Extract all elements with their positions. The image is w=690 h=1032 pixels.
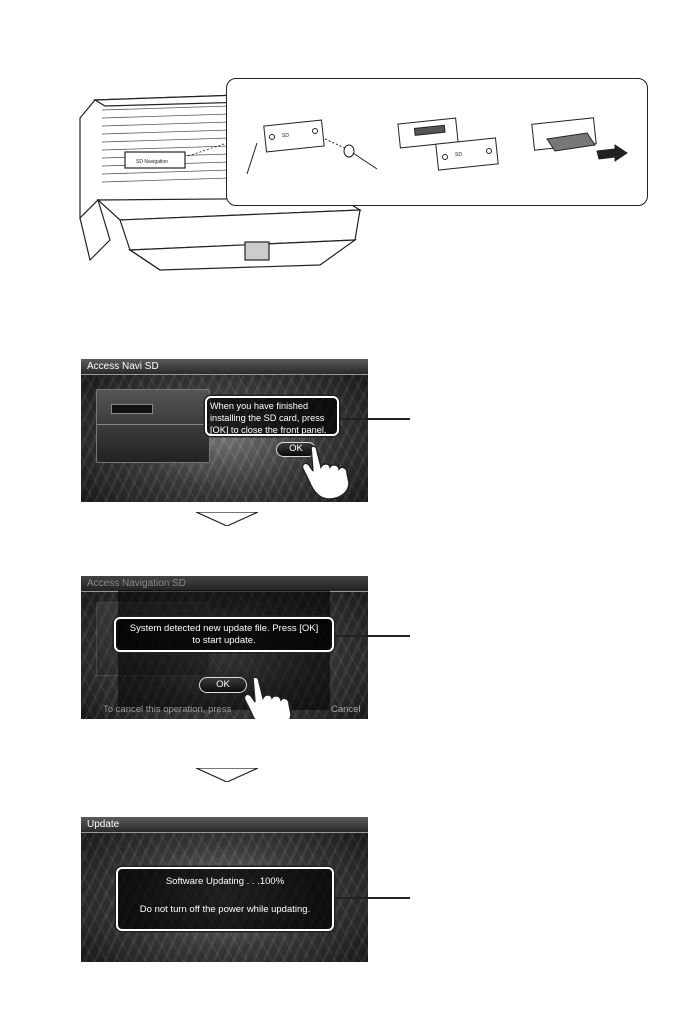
- ok-button[interactable]: OK: [199, 677, 247, 693]
- sd-slot-image: [96, 389, 210, 463]
- screen-title: Update: [81, 817, 368, 833]
- ok-label: OK: [289, 443, 303, 454]
- screen-update: Update Software Updating . . .100% Do no…: [81, 817, 368, 962]
- update-detected-message: System detected new update file. Press […: [114, 617, 334, 652]
- warning-text: Do not turn off the power while updating…: [139, 904, 311, 915]
- svg-text:SD: SD: [455, 152, 462, 158]
- message-line-1: System detected new update file. Press […: [129, 623, 319, 634]
- installation-steps-graphic: SD SD: [246, 117, 628, 175]
- screen-access-navigation-sd: Access Navigation SD System detected new…: [81, 576, 368, 719]
- ok-label: OK: [216, 679, 230, 690]
- hand-pointer-icon: [243, 676, 292, 719]
- screen-title: Access Navi SD: [81, 359, 368, 375]
- next-step-arrow-icon: [196, 512, 258, 526]
- callout-line: [334, 635, 410, 637]
- hand-pointer-icon: [301, 445, 350, 499]
- instruction-message: When you have finished installing the SD…: [205, 396, 339, 436]
- svg-text:SD Navigation: SD Navigation: [136, 159, 168, 165]
- update-status-box: Software Updating . . .100% Do not turn …: [116, 867, 334, 931]
- svg-text:SD: SD: [282, 133, 289, 139]
- message-line-2: to start update.: [192, 635, 256, 646]
- progress-text: Software Updating . . .100%: [165, 876, 285, 887]
- callout-line: [334, 897, 410, 899]
- screen-access-navi-sd: Access Navi SD When you have finished in…: [81, 359, 368, 502]
- next-step-arrow-icon: [196, 768, 258, 782]
- callout-line: [340, 418, 410, 420]
- device-illustration: SD Navigation: [79, 94, 363, 271]
- cancel-button[interactable]: Cancel: [331, 704, 361, 715]
- instruction-text: When you have finished installing the SD…: [210, 401, 327, 435]
- cancel-hint-text: To cancel this operation, press: [103, 704, 232, 715]
- installation-callout: SD SD: [226, 78, 648, 206]
